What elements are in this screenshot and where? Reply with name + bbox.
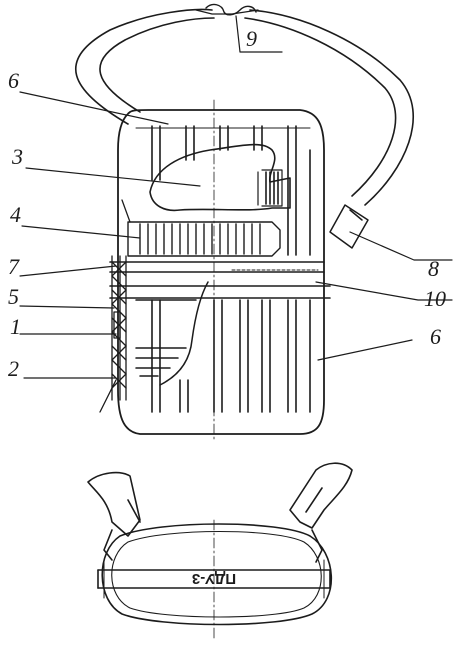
case-ribs-top: [151, 125, 311, 256]
side-wall-section: [99, 199, 131, 413]
label-7: 7: [8, 254, 20, 279]
bottom-view-plate: ПДУ-3: [192, 570, 236, 587]
shoulder-strap: [75, 3, 415, 206]
label-4: 4: [10, 202, 21, 227]
lower-cutaway: [135, 281, 209, 386]
bottom-view: [87, 462, 353, 626]
clamping-band: [109, 261, 331, 299]
case-body: [117, 109, 325, 435]
leader-lines: [19, 15, 453, 379]
label-6-right: 6: [430, 324, 441, 349]
label-10: 10: [424, 286, 446, 311]
label-1: 1: [10, 314, 21, 339]
canister-cutaway: [149, 143, 291, 212]
label-8: 8: [428, 256, 439, 281]
strap-pad: [329, 204, 369, 249]
case-ribs-bottom: [151, 299, 311, 413]
part-labels: 9 6 3 4 7 5 1 2 8 10 6: [8, 26, 446, 381]
label-3: 3: [11, 144, 23, 169]
ribbed-cylinder: [127, 221, 281, 257]
label-6-top: 6: [8, 68, 19, 93]
label-5: 5: [8, 284, 19, 309]
label-9: 9: [246, 26, 257, 51]
plate-text: ПДУ-3: [192, 570, 236, 587]
label-2: 2: [8, 356, 19, 381]
